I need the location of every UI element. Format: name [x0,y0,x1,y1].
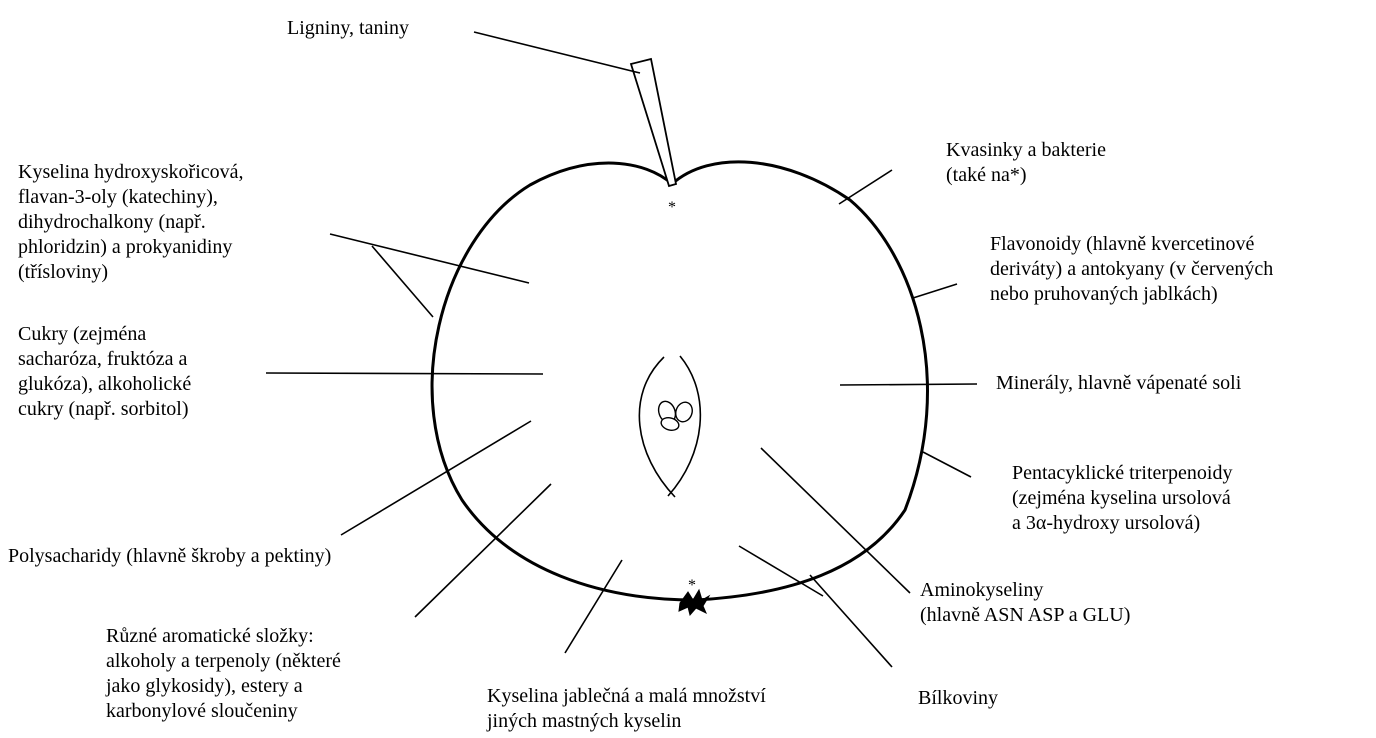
label-aminokyseliny: Aminokyseliny (hlavně ASN ASP a GLU) [920,578,1130,628]
leader-ligniny [474,32,640,73]
label-cukry: Cukry (zejména sacharóza, fruktóza a glu… [18,322,191,422]
label-flavonoidy: Flavonoidy (hlavně kvercetinové deriváty… [990,232,1273,307]
leader-flavonoidy [913,284,957,298]
label-kyselina-jablecna: Kyselina jablečná a malá množství jiných… [487,684,766,734]
label-kyselina-hydroxyskoricova: Kyselina hydroxyskořicová, flavan-3-oly … [18,160,244,285]
label-bilkoviny: Bílkoviny [918,686,998,711]
leader-kyselina-1 [330,234,529,283]
leader-kyselina-jablecna [565,560,622,653]
label-polysacharidy: Polysacharidy (hlavně škroby a pektiny) [8,544,331,569]
label-mineraly: Minerály, hlavně vápenaté soli [996,371,1241,396]
apple-seeds [656,399,695,432]
bottom-star-marker: * [688,577,696,594]
leader-aromaticke [415,484,551,617]
leader-pentacyklicke [923,452,971,477]
leader-bilkoviny-2 [810,575,892,667]
leader-kvasinky [839,170,892,204]
leader-cukry [266,373,543,374]
label-ligniny: Ligniny, taniny [287,16,409,41]
leader-mineraly [840,384,977,385]
label-aromaticke-slozky: Různé aromatické složky: alkoholy a terp… [106,624,341,724]
label-pentacyklicke-triterpenoidy: Pentacyklické triterpenoidy (zejména kys… [1012,461,1232,536]
label-kvasinky: Kvasinky a bakterie (také na*) [946,138,1106,188]
leader-aminokyseliny [761,448,910,593]
apple-outline [432,162,927,600]
top-star-marker: * [668,199,676,216]
